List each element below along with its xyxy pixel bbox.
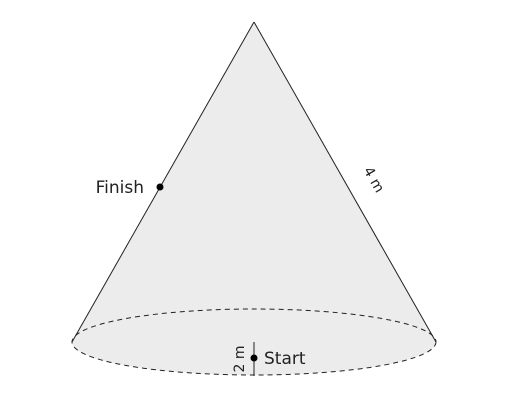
cone-right-edge bbox=[253, 21, 437, 343]
cone-left-edge bbox=[71, 21, 255, 343]
finish-point bbox=[156, 183, 164, 191]
start-label: Start bbox=[264, 349, 306, 369]
cone-surface bbox=[72, 22, 436, 375]
finish-label: Finish bbox=[96, 178, 144, 198]
slant-height-label: 4 m bbox=[360, 164, 387, 195]
start-point bbox=[250, 354, 258, 362]
radius-label: 2 m bbox=[232, 346, 248, 373]
